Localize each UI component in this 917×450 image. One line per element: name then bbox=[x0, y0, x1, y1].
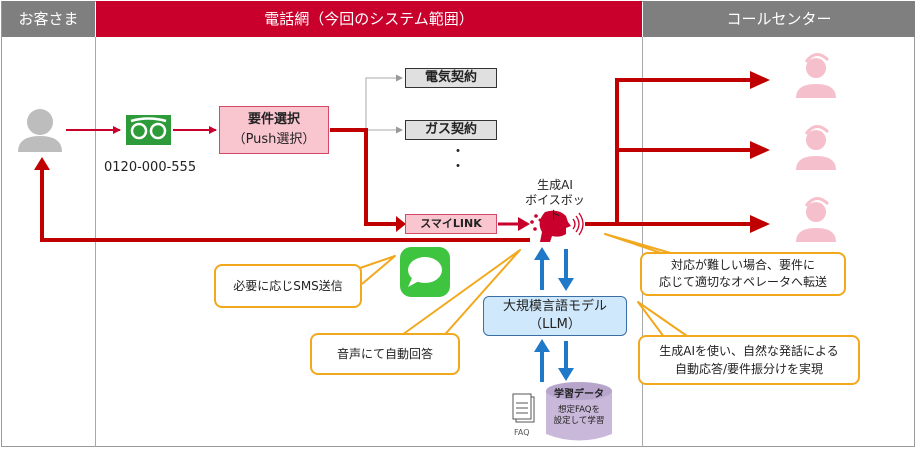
headset-operator-icon bbox=[796, 53, 836, 98]
option-gas: ガス契約 bbox=[405, 120, 497, 140]
llm-title: 大規模言語モデル bbox=[502, 299, 607, 314]
callout-sms: 必要に応じSMS送信 bbox=[214, 264, 362, 308]
arrow-to-voicebot bbox=[518, 217, 530, 231]
header-call-center: コールセンター bbox=[643, 1, 915, 37]
headset-operator-icon bbox=[796, 197, 836, 242]
document-icon bbox=[512, 393, 535, 423]
arrow-return-to-customer bbox=[40, 168, 530, 242]
training-data-line2: 設定して学習 bbox=[553, 416, 605, 426]
requirement-select-box: 要件選択 （Push選択） bbox=[219, 106, 329, 154]
arrow-to-operators bbox=[585, 71, 770, 233]
voicebot-label: 生成AI ボイスボット bbox=[520, 178, 590, 223]
llm-box: 大規模言語モデル （LLM） bbox=[483, 296, 627, 336]
callout-genai-line2: 自動応答/要件振分けを実現 bbox=[674, 362, 824, 376]
callout-transfer: 対応が難しい場合、要件に 応じて適切なオペレータへ転送 bbox=[640, 252, 846, 296]
callout-transfer-line1: 対応が難しい場合、要件に bbox=[670, 258, 815, 272]
headset-operator-icon bbox=[796, 125, 836, 170]
training-data-line1: 想定FAQを bbox=[558, 405, 600, 415]
smile-link-box: スマイLINK bbox=[405, 214, 497, 234]
ellipsis-dot: ・ bbox=[451, 159, 465, 175]
header-customer: お客さま bbox=[2, 1, 95, 37]
message-bubble-icon bbox=[400, 247, 450, 297]
arrow-to-electric bbox=[365, 74, 403, 130]
arrow-to-smile-link bbox=[330, 128, 398, 226]
free-dial-icon bbox=[126, 115, 171, 145]
callout-voice-answer: 音声にて自動回答 bbox=[310, 333, 460, 375]
database-cylinder-icon bbox=[546, 382, 612, 441]
llm-subtitle: （LLM） bbox=[529, 317, 581, 332]
toll-free-number: 0120-000-555 bbox=[104, 160, 197, 175]
training-data-description: 想定FAQを 設定して学習 bbox=[547, 405, 611, 427]
ellipsis-dot: ・ bbox=[451, 144, 465, 160]
person-icon bbox=[18, 109, 62, 152]
voicebot-label-line1: 生成AI bbox=[537, 178, 573, 192]
requirement-select-title: 要件選択 bbox=[247, 112, 300, 127]
faq-label: FAQ bbox=[514, 428, 530, 437]
callout-genai: 生成AIを使い、自然な発話による 自動応答/要件振分けを実現 bbox=[638, 335, 860, 385]
callout-transfer-line2: 応じて適切なオペレータへ転送 bbox=[658, 275, 827, 289]
header-phone-network: 電話網（今回のシステム範囲） bbox=[96, 1, 642, 37]
training-data-title: 学習データ bbox=[554, 389, 604, 400]
requirement-select-subtitle: （Push選択） bbox=[232, 132, 316, 147]
voicebot-label-line2: ボイスボット bbox=[525, 193, 585, 222]
callout-genai-line1: 生成AIを使い、自然な発話による bbox=[659, 344, 839, 358]
option-electric: 電気契約 bbox=[405, 68, 497, 88]
ai-head-icon bbox=[530, 210, 584, 242]
column-divider bbox=[642, 37, 643, 447]
arrow-llm-exchange bbox=[534, 247, 574, 382]
